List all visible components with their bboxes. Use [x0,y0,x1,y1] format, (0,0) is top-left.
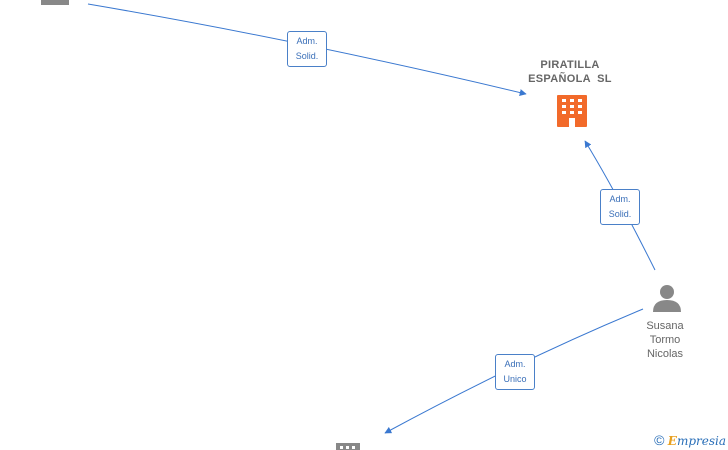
edge-label-line2: Unico [503,374,527,384]
building-icon[interactable] [336,443,360,450]
edge-label-line2: Solid. [295,51,319,61]
company-name-line2: ESPAÑOLA SL [528,73,612,85]
person-name[interactable]: Susana Tormo Nicolas [625,319,705,361]
company-name-line1: PIRATILLA [540,59,600,71]
edge-label-line1: Adm. [609,194,631,204]
person-name-line2: Tormo [649,334,681,346]
person-icon[interactable] [41,0,69,5]
copyright-symbol: © [654,432,665,448]
building-icon[interactable] [557,95,587,127]
brand-name: mpresia [676,434,726,448]
edge-label-line1: Adm. [504,359,526,369]
person-icon[interactable] [653,285,681,312]
empresia-watermark: © Empresia [654,432,726,448]
edge-label-bottom[interactable]: Adm. Unico [495,354,535,390]
edge-label-line2: Solid. [608,209,632,219]
company-name[interactable]: PIRATILLA ESPAÑOLA SL [510,58,630,86]
person-name-line3: Nicolas [646,348,684,360]
person-name-line1: Susana [646,320,684,332]
edge-label-right[interactable]: Adm. Solid. [600,189,640,225]
brand-initial: E [667,434,677,448]
edge-label-top[interactable]: Adm. Solid. [287,31,327,67]
edge-label-line1: Adm. [296,36,318,46]
